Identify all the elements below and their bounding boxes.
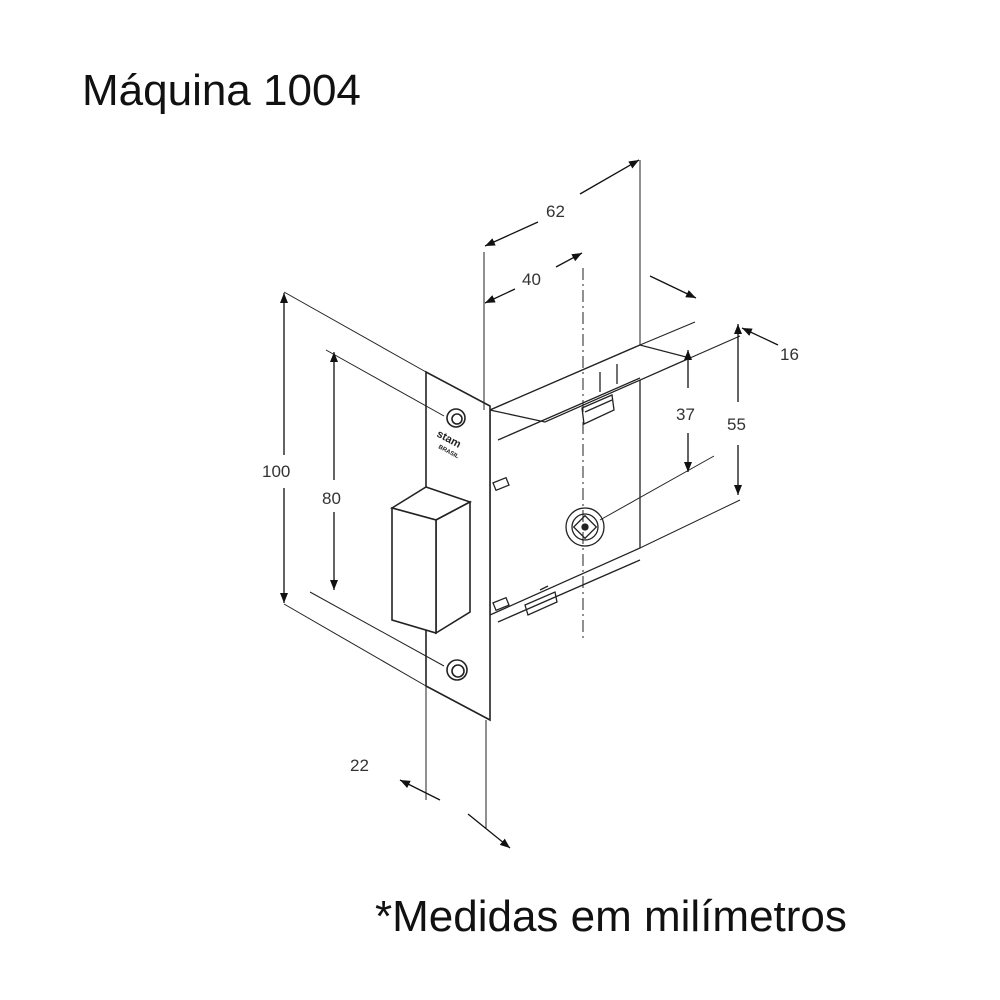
units-note: *Medidas em milímetros <box>375 892 847 941</box>
dimension-label-62: 62 <box>546 202 565 221</box>
dimension-label-55: 55 <box>727 415 746 434</box>
spindle-hub <box>565 507 605 547</box>
dimension-label-80: 80 <box>322 489 341 508</box>
dimension-label-100: 100 <box>262 462 290 481</box>
latch-bolt <box>390 486 473 635</box>
dimension-label-37: 37 <box>676 405 695 424</box>
extension-lines <box>283 160 741 828</box>
dimension-label-40: 40 <box>522 270 541 289</box>
lock-body <box>487 344 692 623</box>
dimension-label-22: 22 <box>350 756 369 775</box>
dimension-lines <box>280 159 779 849</box>
diagram-title: Máquina 1004 <box>82 66 361 115</box>
dimension-label-16: 16 <box>780 345 799 364</box>
